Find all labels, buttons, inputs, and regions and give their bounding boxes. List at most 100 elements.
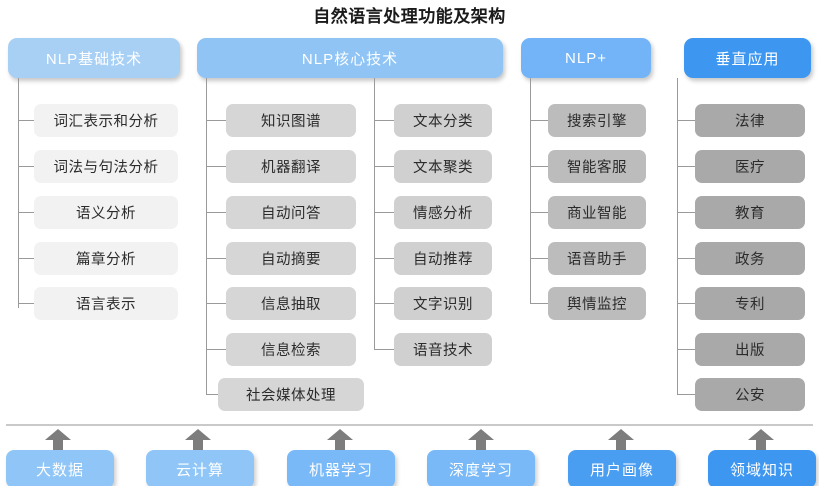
- baseline-divider: [6, 424, 813, 426]
- column-header-label: NLP基础技术: [45, 50, 143, 68]
- item-box[interactable]: 搜索引擎: [548, 104, 646, 137]
- item-label: 教育: [735, 206, 765, 222]
- item-box[interactable]: 信息检索: [226, 333, 356, 366]
- connector-branch: [206, 349, 226, 350]
- item-label: 法律: [735, 114, 765, 130]
- column-header-label: 垂直应用: [715, 50, 780, 68]
- arrow-up-icon: [45, 429, 71, 451]
- item-box[interactable]: 语音助手: [548, 242, 646, 275]
- item-box[interactable]: 舆情监控: [548, 287, 646, 320]
- item-box[interactable]: 语音技术: [394, 333, 492, 366]
- foundation-pill-da-shu-ju[interactable]: 大数据: [6, 450, 114, 486]
- foundation-label: 机器学习: [308, 461, 373, 479]
- connector-branch: [374, 303, 394, 304]
- foundation-label: 深度学习: [448, 461, 513, 479]
- item-box[interactable]: 自动摘要: [226, 242, 356, 275]
- item-box[interactable]: 语言表示: [34, 287, 178, 320]
- foundation-pill-yun-ji-suan[interactable]: 云计算: [146, 450, 254, 486]
- item-label: 智能客服: [567, 160, 627, 176]
- foundation-label: 用户画像: [589, 461, 654, 479]
- item-box[interactable]: 篇章分析: [34, 242, 178, 275]
- arrow-up-icon: [748, 429, 774, 451]
- item-box[interactable]: 专利: [695, 287, 805, 320]
- foundation-pill-ling-yu-zhi-shi[interactable]: 领域知识: [708, 450, 816, 486]
- item-box[interactable]: 词汇表示和分析: [34, 104, 178, 137]
- column-header-vertical-app[interactable]: 垂直应用: [684, 38, 811, 78]
- connector-branch: [374, 349, 394, 350]
- connector-branch: [374, 212, 394, 213]
- connector-branch: [530, 120, 548, 121]
- item-label: 自动问答: [261, 206, 321, 222]
- item-label: 篇章分析: [76, 252, 136, 268]
- item-label: 专利: [735, 297, 765, 313]
- connector-branch: [677, 120, 695, 121]
- item-box[interactable]: 机器翻译: [226, 150, 356, 183]
- connector-branch: [374, 258, 394, 259]
- item-box[interactable]: 自动推荐: [394, 242, 492, 275]
- item-label: 搜索引擎: [567, 114, 627, 130]
- connector-branch: [677, 349, 695, 350]
- item-box[interactable]: 法律: [695, 104, 805, 137]
- column-header-nlp-basic[interactable]: NLP基础技术: [8, 38, 180, 78]
- connector-branch: [374, 120, 394, 121]
- item-label: 文本聚类: [413, 160, 473, 176]
- item-box[interactable]: 医疗: [695, 150, 805, 183]
- foundation-label: 领域知识: [729, 461, 794, 479]
- item-box[interactable]: 自动问答: [226, 196, 356, 229]
- connector-branch: [677, 166, 695, 167]
- item-label: 自动推荐: [413, 252, 473, 268]
- connector-trunk-col3: [374, 78, 375, 349]
- item-label: 医疗: [735, 160, 765, 176]
- item-label: 文字识别: [413, 297, 473, 313]
- connector-trunk-col2: [206, 78, 207, 394]
- column-header-nlp-plus[interactable]: NLP+: [521, 38, 651, 78]
- foundation-pill-yong-hu-hua-xiang[interactable]: 用户画像: [568, 450, 676, 486]
- item-box[interactable]: 文字识别: [394, 287, 492, 320]
- item-box[interactable]: 公安: [695, 378, 805, 411]
- item-label: 知识图谱: [261, 114, 321, 130]
- item-box[interactable]: 知识图谱: [226, 104, 356, 137]
- item-label: 语义分析: [76, 206, 136, 222]
- item-box[interactable]: 政务: [695, 242, 805, 275]
- connector-branch: [374, 166, 394, 167]
- connector-trunk-col4: [530, 78, 531, 303]
- item-box[interactable]: 出版: [695, 333, 805, 366]
- item-box[interactable]: 情感分析: [394, 196, 492, 229]
- item-box[interactable]: 文本聚类: [394, 150, 492, 183]
- connector-branch: [677, 258, 695, 259]
- connector-trunk-col1: [18, 78, 19, 308]
- item-label: 语音技术: [413, 343, 473, 359]
- column-header-label: NLP+: [565, 49, 607, 67]
- connector-branch: [677, 394, 695, 395]
- connector-branch: [530, 212, 548, 213]
- connector-branch: [18, 212, 34, 213]
- item-box[interactable]: 词法与句法分析: [34, 150, 178, 183]
- column-header-nlp-core[interactable]: NLP核心技术: [197, 38, 503, 78]
- item-box[interactable]: 信息抽取: [226, 287, 356, 320]
- item-box[interactable]: 教育: [695, 196, 805, 229]
- connector-branch: [206, 303, 226, 304]
- item-box[interactable]: 文本分类: [394, 104, 492, 137]
- connector-branch: [677, 212, 695, 213]
- connector-branch: [530, 303, 548, 304]
- item-box[interactable]: 智能客服: [548, 150, 646, 183]
- arrow-up-icon: [468, 429, 494, 451]
- connector-branch: [206, 212, 226, 213]
- connector-branch: [18, 166, 34, 167]
- connector-branch: [206, 258, 226, 259]
- foundation-pill-ji-qi-xue-xi[interactable]: 机器学习: [287, 450, 395, 486]
- item-label: 自动摘要: [261, 252, 321, 268]
- item-label: 文本分类: [413, 114, 473, 130]
- foundation-pill-shen-du-xue-xi[interactable]: 深度学习: [427, 450, 535, 486]
- item-box[interactable]: 社会媒体处理: [218, 378, 364, 411]
- item-box[interactable]: 语义分析: [34, 196, 178, 229]
- arrow-up-icon: [185, 429, 211, 451]
- item-label: 词汇表示和分析: [53, 114, 159, 130]
- connector-trunk-col5: [677, 78, 678, 394]
- item-label: 公安: [735, 388, 765, 404]
- item-label: 商业智能: [567, 206, 627, 222]
- item-box[interactable]: 商业智能: [548, 196, 646, 229]
- arrow-up-icon: [608, 429, 634, 451]
- column-header-label: NLP核心技术: [301, 50, 399, 68]
- arrow-up-icon: [327, 429, 353, 451]
